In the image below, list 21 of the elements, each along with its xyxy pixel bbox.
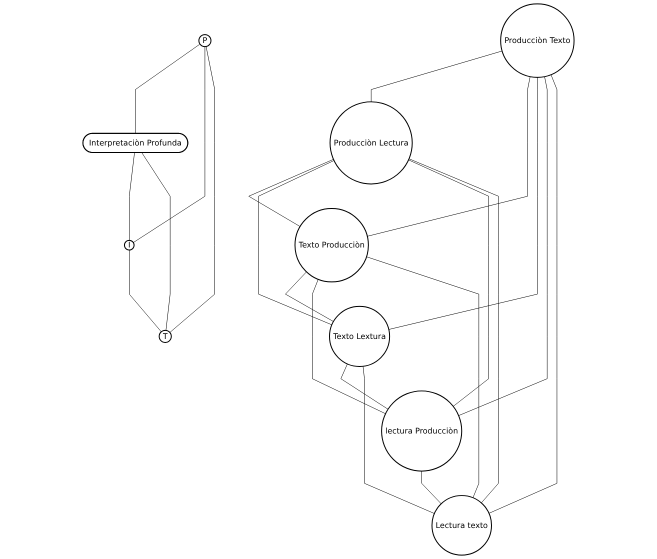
connector: [129, 152, 135, 241]
connector: [248, 159, 334, 227]
connector: [285, 272, 334, 322]
connector: [408, 158, 499, 504]
connector: [340, 364, 388, 410]
connector: [408, 160, 489, 407]
connector: [366, 256, 480, 498]
connector: [135, 44, 200, 134]
connector: [388, 77, 538, 330]
connector: [258, 160, 334, 326]
connector: [362, 366, 435, 514]
connector: [488, 74, 558, 514]
connector: [142, 152, 170, 331]
connector: [312, 279, 386, 414]
connector: [458, 76, 548, 416]
connector: [170, 46, 215, 333]
connector: [133, 46, 206, 243]
connector: [367, 76, 530, 237]
connector: [370, 50, 502, 102]
connector: [421, 470, 442, 504]
connector: [129, 250, 162, 332]
